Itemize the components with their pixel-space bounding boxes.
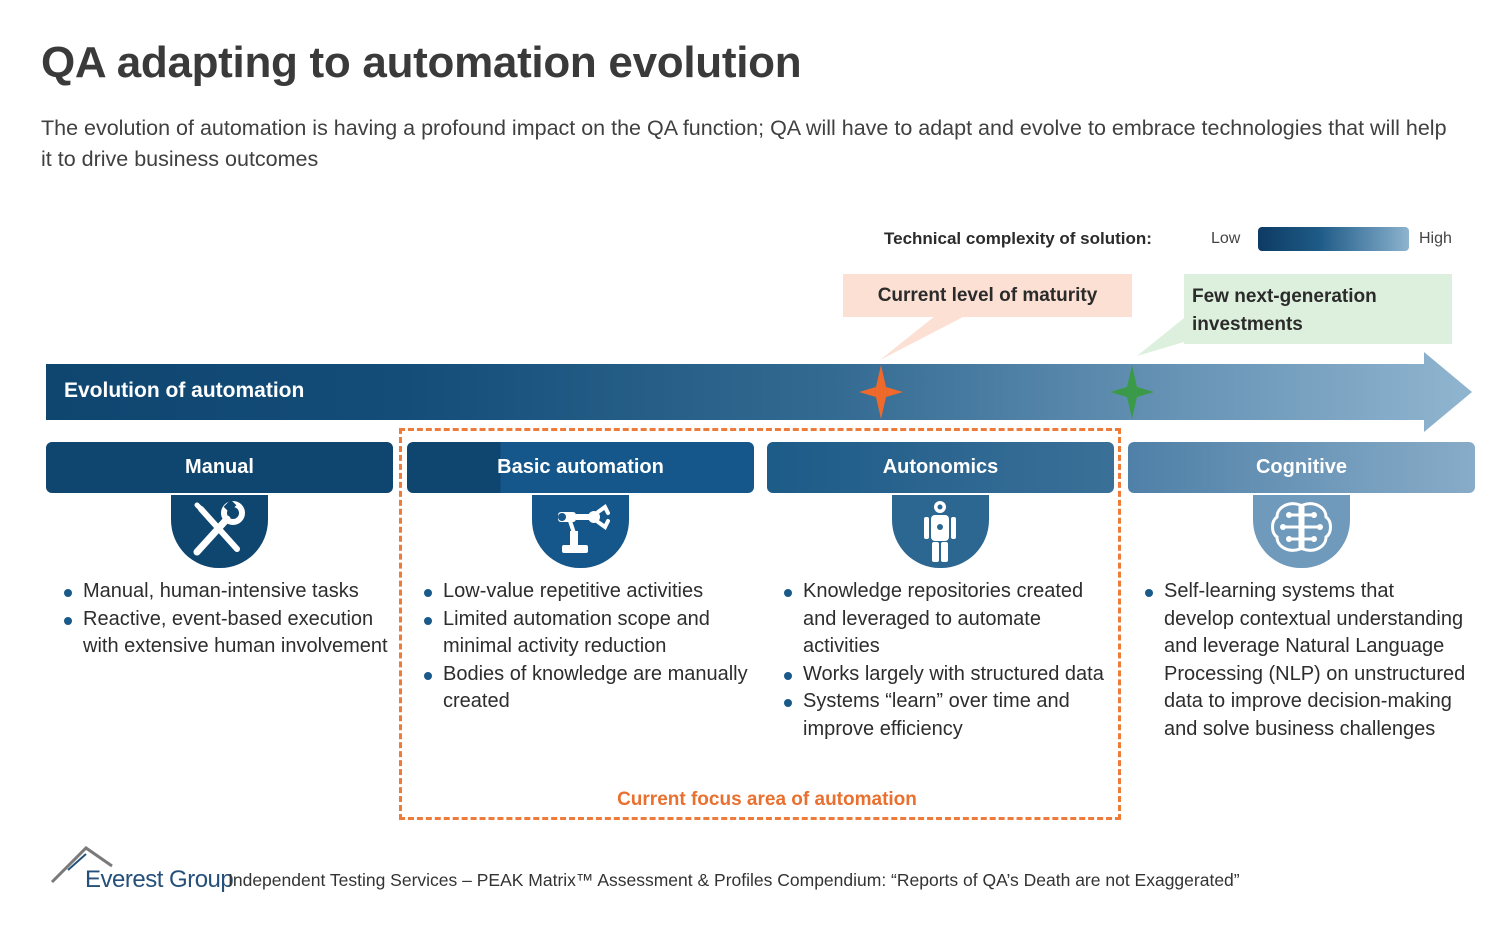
- complexity-legend-low: Low: [1211, 230, 1241, 247]
- basic-automation-bullet-list: Low-value repetitive activities Limited …: [415, 578, 755, 716]
- everest-logo-text: Everest Group: [85, 866, 234, 893]
- list-item: Bodies of knowledge are manually created: [415, 661, 755, 716]
- list-item: Knowledge repositories created and lever…: [775, 578, 1115, 661]
- stage-cognitive-header: Cognitive: [1128, 442, 1475, 493]
- basic-automation-icon-tab: [532, 495, 629, 568]
- nextgen-callout-tail: [1137, 318, 1184, 356]
- complexity-gradient-bar: [1258, 227, 1409, 251]
- evolution-arrow-body: [46, 352, 1472, 432]
- list-item: Works largely with structured data: [775, 661, 1115, 689]
- list-item: Low-value repetitive activities: [415, 578, 755, 606]
- nextgen-star-icon: [1110, 365, 1154, 419]
- page-title: QA adapting to automation evolution: [41, 38, 802, 87]
- stage-basic-automation-header: Basic automation: [407, 442, 754, 493]
- stage-manual-header: Manual: [46, 442, 393, 493]
- list-item: Systems “learn” over time and improve ef…: [775, 688, 1115, 743]
- robotic-arm-icon: [558, 504, 610, 553]
- complexity-legend-label: Technical complexity of solution:: [884, 229, 1152, 248]
- focus-area-label: Current focus area of automation: [617, 789, 917, 810]
- cognitive-icon-tab: [1253, 495, 1350, 568]
- evolution-arrow: [46, 316, 1472, 432]
- complexity-legend-high: High: [1419, 230, 1452, 247]
- maturity-callout-tail: [880, 316, 965, 360]
- everest-logo-icon: [50, 846, 113, 884]
- list-item: Manual, human-intensive tasks: [55, 578, 395, 606]
- manual-icon-tab: [171, 495, 268, 568]
- manual-bullet-list: Manual, human-intensive tasks Reactive, …: [55, 578, 395, 661]
- cognitive-bullet-list: Self-learning systems that develop conte…: [1136, 578, 1466, 743]
- evolution-arrow-label: Evolution of automation: [64, 379, 305, 402]
- nextgen-callout: Few next-generation investments: [1184, 274, 1452, 344]
- brain-circuit-icon: [1271, 502, 1332, 552]
- robot-icon: [924, 501, 956, 562]
- autonomics-bullet-list: Knowledge repositories created and lever…: [775, 578, 1115, 743]
- list-item: Limited automation scope and minimal act…: [415, 606, 755, 661]
- focus-area-box: [399, 428, 1121, 820]
- list-item: Reactive, event-based execution with ext…: [55, 606, 395, 661]
- tools-icon: [193, 499, 245, 556]
- page-subtitle: The evolution of automation is having a …: [41, 116, 1447, 171]
- list-item: Self-learning systems that develop conte…: [1136, 578, 1466, 743]
- maturity-callout: Current level of maturity: [843, 274, 1132, 317]
- autonomics-icon-tab: [892, 495, 989, 568]
- stage-autonomics-header: Autonomics: [767, 442, 1114, 493]
- footer-source: Independent Testing Services – PEAK Matr…: [228, 870, 1240, 890]
- maturity-star-icon: [859, 365, 903, 419]
